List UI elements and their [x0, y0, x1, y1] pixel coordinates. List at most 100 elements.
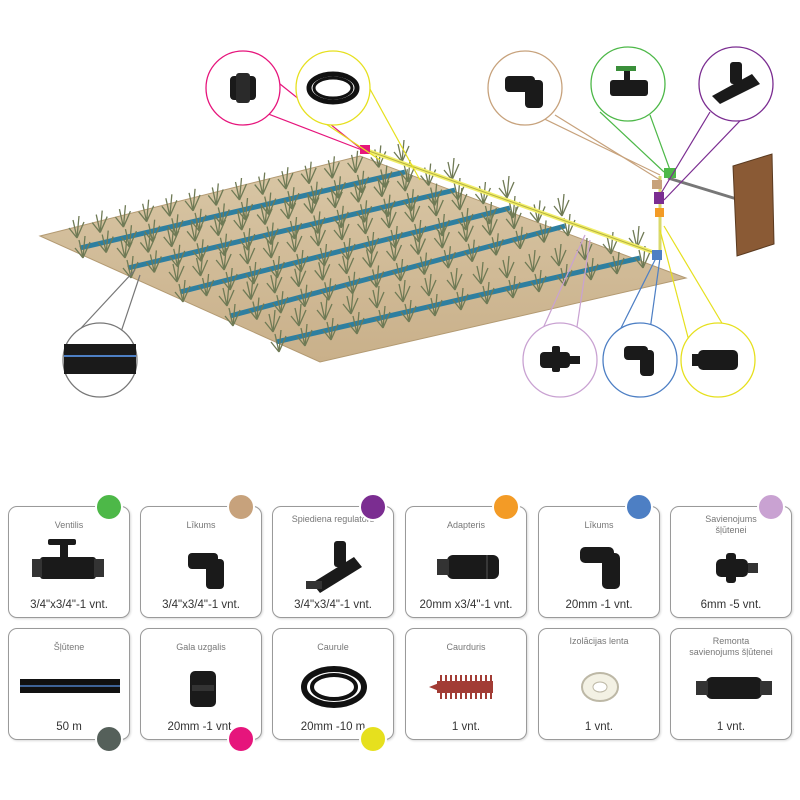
- plant: [608, 251, 625, 275]
- plant: [498, 255, 515, 279]
- plant: [309, 223, 327, 247]
- valve-marker: [664, 168, 676, 178]
- plant: [314, 258, 331, 281]
- plant: [290, 264, 307, 288]
- plant: [394, 279, 411, 303]
- plant: [556, 263, 573, 287]
- part-quantity: 50 m: [56, 721, 82, 733]
- plant: [602, 231, 619, 255]
- plant: [634, 245, 651, 269]
- plant: [410, 219, 427, 243]
- plant: [248, 297, 265, 320]
- plant: [348, 311, 365, 335]
- plant: [362, 245, 379, 268]
- plant: [262, 235, 279, 259]
- plant: [296, 284, 313, 308]
- plant: [309, 211, 326, 234]
- part-name: Caurduris: [446, 642, 486, 652]
- plant: [230, 177, 248, 201]
- plant: [368, 265, 385, 288]
- plant: [402, 189, 419, 212]
- plant: [386, 225, 403, 249]
- plant: [350, 180, 367, 203]
- color-marker-dot: [95, 493, 123, 521]
- plant: [320, 278, 337, 301]
- part-card: Gala uzgalis 20mm -1 vnt.: [140, 628, 262, 753]
- repair-connector-icon: [696, 677, 772, 699]
- plant: [218, 283, 235, 307]
- plant: [628, 225, 645, 249]
- plant: [480, 201, 498, 225]
- plant: [116, 235, 133, 259]
- plant: [443, 157, 460, 181]
- plant: [446, 267, 463, 291]
- plant: [379, 194, 396, 218]
- plant: [268, 255, 285, 279]
- plant: [452, 287, 469, 311]
- plant: [344, 271, 361, 295]
- plant: [242, 277, 259, 300]
- plant: [451, 187, 468, 211]
- plant: [478, 281, 495, 305]
- part-name: Gala uzgalis: [176, 642, 226, 652]
- part-quantity: 3/4"x3/4"-1 vnt.: [162, 599, 240, 611]
- plant: [420, 273, 437, 297]
- plant: [215, 247, 232, 271]
- color-marker-dot: [227, 725, 255, 753]
- plant: [363, 231, 380, 255]
- plant: [404, 199, 421, 223]
- plant: [472, 261, 489, 285]
- plant: [342, 291, 359, 315]
- plant: [396, 169, 413, 192]
- part-name: Šļūtene: [53, 642, 85, 652]
- part-quantity: 20mm -1 vnt.: [565, 599, 633, 611]
- pressure-regulator-icon: [712, 62, 760, 104]
- plant: [221, 267, 238, 291]
- plant: [122, 255, 139, 279]
- plant: [553, 193, 570, 217]
- pipe-coil-icon: [306, 71, 360, 105]
- plant: [290, 303, 307, 327]
- plant: [333, 217, 350, 241]
- plant: [326, 185, 343, 209]
- drip-tape-icon: [20, 679, 120, 693]
- plant: [374, 305, 391, 329]
- color-marker-dot: [359, 493, 387, 521]
- plant: [399, 159, 416, 183]
- plant: [207, 183, 224, 206]
- part-card: Remonta savienojums šļūtenei 1 vnt.: [670, 628, 792, 740]
- plant: [174, 279, 191, 303]
- plant: [385, 238, 403, 262]
- end-elbow-marker: [652, 250, 662, 260]
- elbow-marker: [652, 180, 662, 189]
- plant: [161, 194, 178, 217]
- plant: [504, 275, 521, 299]
- plant: [272, 291, 289, 314]
- plant: [353, 170, 370, 194]
- part-name: Remonta savienojums šļūtenei: [689, 636, 773, 657]
- plant: [285, 216, 303, 240]
- plant: [114, 205, 132, 228]
- plant: [380, 205, 397, 229]
- plant: [138, 199, 155, 223]
- callout-pipe-coil: [295, 50, 371, 126]
- plant: [198, 273, 215, 297]
- part-quantity: 1 vnt.: [716, 721, 746, 733]
- regulator-marker: [654, 192, 664, 204]
- plant: [463, 239, 480, 263]
- plant: [239, 241, 256, 265]
- elbow-fitting-icon: [188, 553, 224, 589]
- plant: [91, 210, 108, 233]
- wall-board: [732, 153, 775, 257]
- plant: [504, 195, 521, 219]
- plant: [186, 219, 203, 242]
- plant: [426, 183, 443, 206]
- plant: [582, 257, 599, 281]
- part-quantity: 20mm -1 vnt.: [167, 721, 235, 733]
- plant: [239, 228, 256, 251]
